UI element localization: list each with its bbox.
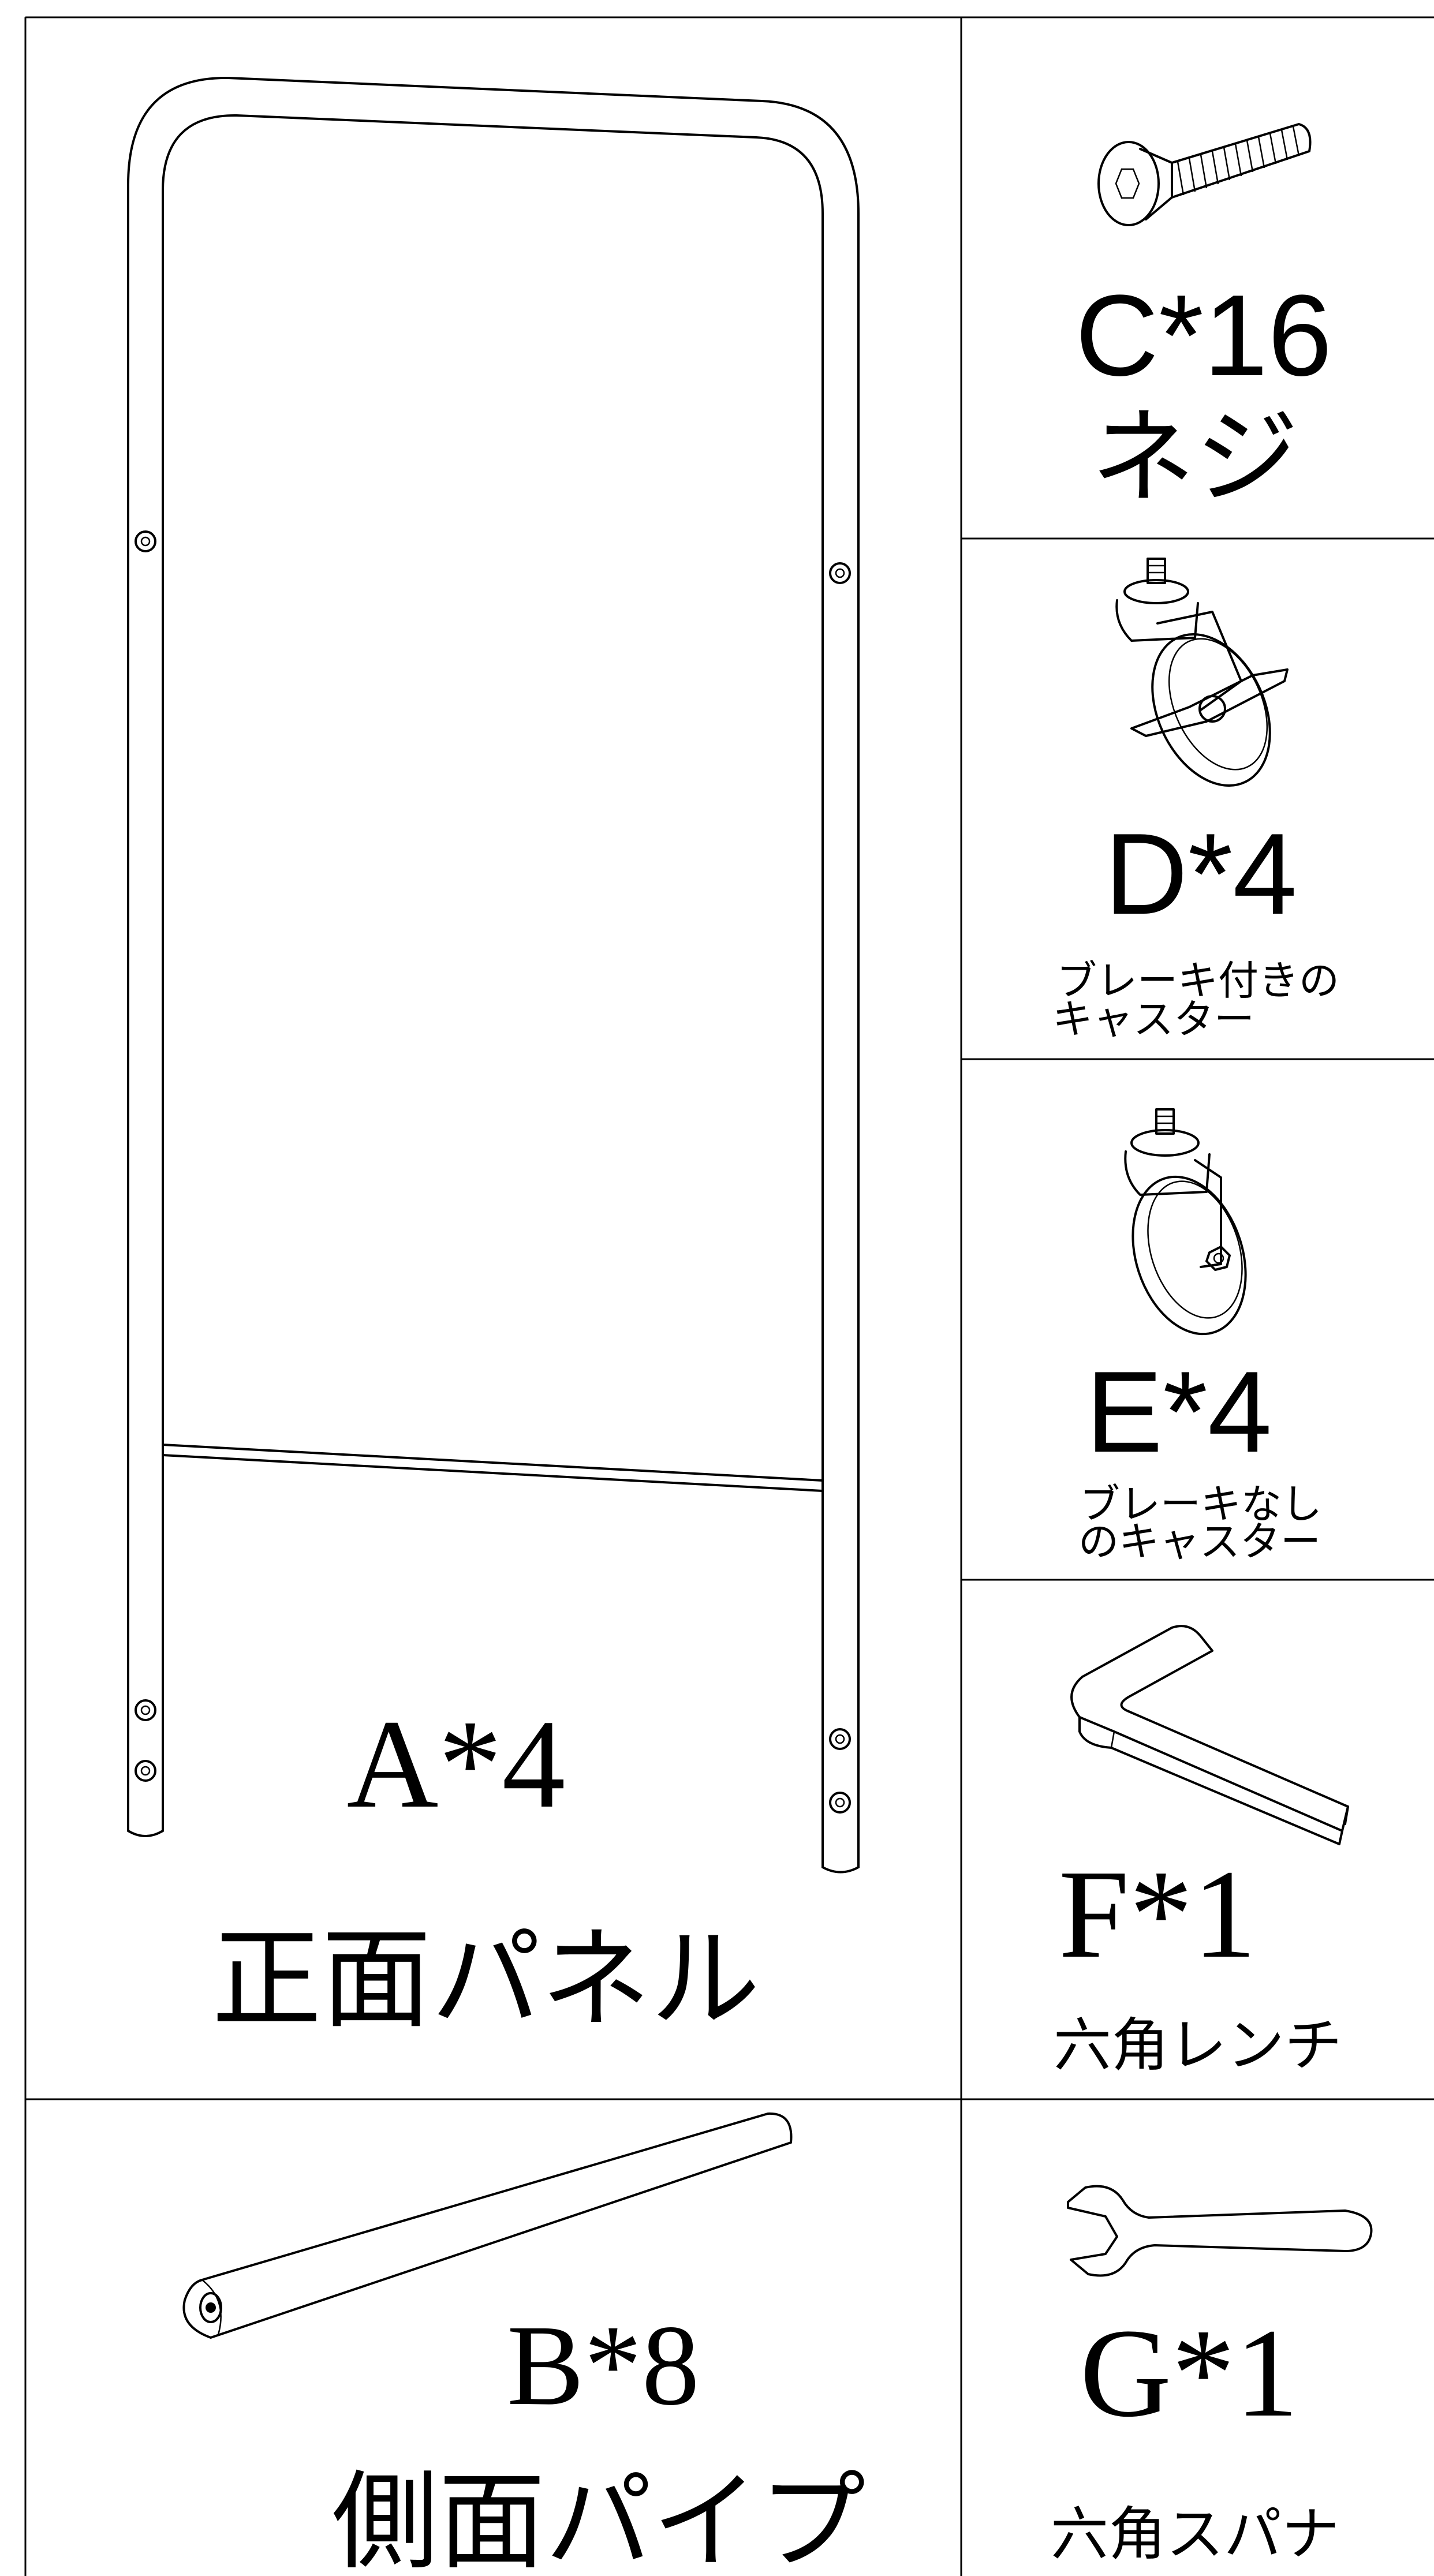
wrench-icon (1067, 2185, 1373, 2277)
part-e-cell: E*4 ブレーキなし のキャスター (1078, 1108, 1322, 1565)
hex-key-icon (1070, 1625, 1349, 1845)
part-c-name: ネジ (1091, 398, 1299, 518)
part-f-name: 六角レンチ (1054, 2012, 1342, 2079)
part-b-cell: B*8 側面パイプ (182, 2112, 866, 2576)
part-b-name: 側面パイプ (332, 2459, 866, 2576)
part-c-code: C*16 (1076, 271, 1332, 400)
screw-thread (1177, 126, 1300, 196)
front-panel-frame-icon (127, 76, 860, 1874)
brake-caster-icon (1115, 558, 1289, 787)
part-b-code: B*8 (507, 2302, 699, 2429)
part-f-code: F*1 (1059, 1844, 1256, 1984)
part-g-name: 六角スパナ (1051, 2500, 1339, 2568)
part-d-name-line2: キャスター (1052, 996, 1254, 1043)
part-e-code: E*4 (1086, 1348, 1272, 1476)
grid-lines (24, 16, 1434, 2576)
panel-holes (135, 530, 851, 1814)
part-a-cell: A*4 正面パネル (127, 76, 860, 2043)
part-d-code: D*4 (1104, 810, 1297, 939)
part-e-name-line1: ブレーキなし (1080, 1480, 1322, 1528)
part-a-code: A*4 (347, 1693, 566, 1834)
part-c-cell: C*16 ネジ (1076, 123, 1332, 518)
part-d-cell: D*4 ブレーキ付きの キャスター (1052, 558, 1339, 1043)
part-a-name: 正面パネル (212, 1916, 760, 2043)
part-g-cell: G*1 六角スパナ (1051, 2185, 1373, 2568)
part-f-cell: F*1 六角レンチ (1054, 1625, 1349, 2079)
part-g-code: G*1 (1080, 2302, 1299, 2443)
side-pipe-icon (182, 2112, 793, 2339)
part-d-name-line1: ブレーキ付きの (1056, 957, 1339, 1004)
part-e-name-line2: のキャスター (1078, 1518, 1321, 1565)
hex-socket-screw-icon (1097, 123, 1312, 226)
caster-icon (1124, 1108, 1247, 1336)
